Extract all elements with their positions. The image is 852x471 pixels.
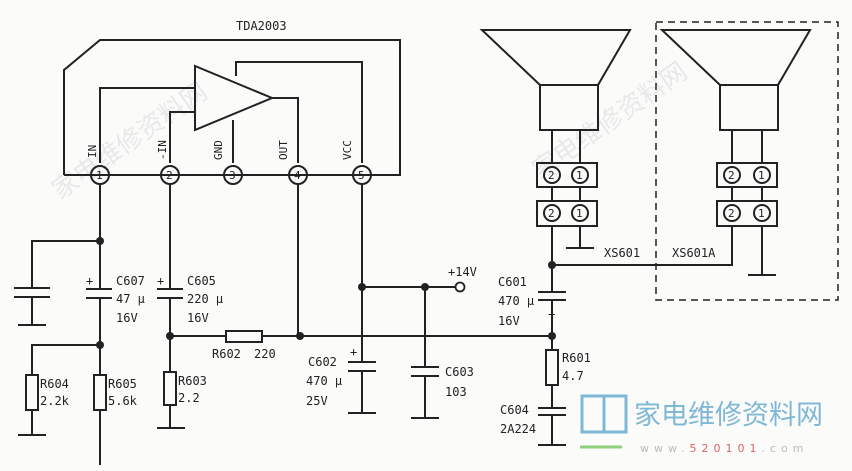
svg-text:+: + (548, 307, 555, 321)
svg-text:2.2: 2.2 (178, 391, 200, 405)
svg-text:C603: C603 (445, 365, 474, 379)
watermark: 家电维修资料网 (47, 77, 213, 206)
c603: C603 103 (411, 287, 474, 419)
svg-text:16V: 16V (187, 311, 209, 325)
svg-text:47 µ: 47 µ (116, 292, 145, 306)
svg-text:+: + (157, 274, 164, 288)
svg-text:5.6k: 5.6k (108, 394, 138, 408)
svg-text:2.2k: 2.2k (40, 394, 70, 408)
ic-name: TDA2003 (236, 19, 287, 33)
site-logo: 家电维修资料网 www.520101.com (580, 394, 823, 455)
svg-text:R602: R602 (212, 347, 241, 361)
svg-text:www.520101.com: www.520101.com (640, 442, 808, 455)
svg-text:3: 3 (229, 169, 236, 182)
svg-text:+: + (350, 345, 357, 359)
svg-text:R605: R605 (108, 377, 137, 391)
r604: R604 2.2k (25, 374, 70, 411)
c604: C604 2A224 (500, 403, 566, 436)
dashed-box (655, 21, 839, 301)
svg-text:GND: GND (212, 140, 225, 160)
c602: + C602 470 µ 25V (306, 345, 376, 408)
svg-text:470 µ: 470 µ (498, 294, 534, 308)
svg-text:家电维修资料网: 家电维修资料网 (634, 400, 823, 431)
pin-5: 5 VCC (341, 140, 372, 185)
svg-text:2: 2 (728, 207, 735, 220)
svg-text:R603: R603 (178, 374, 207, 388)
svg-text:1: 1 (758, 207, 765, 220)
r603: R603 2.2 (163, 371, 207, 406)
svg-text:2A224: 2A224 (500, 422, 536, 436)
svg-text:+: + (86, 274, 93, 288)
svg-text:OUT: OUT (277, 140, 290, 160)
supply-label: +14V (448, 265, 477, 279)
svg-text:R601: R601 (562, 351, 591, 365)
xs601a-label: XS601A (672, 246, 716, 260)
svg-text:25V: 25V (306, 394, 328, 408)
r605: R605 5.6k (93, 374, 138, 411)
svg-text:C601: C601 (498, 275, 527, 289)
svg-text:C605: C605 (187, 274, 216, 288)
c605: + C605 220 µ 16V (157, 274, 223, 325)
r602: R602 220 (212, 330, 276, 361)
svg-text:R604: R604 (40, 377, 69, 391)
svg-text:VCC: VCC (341, 140, 354, 160)
c607: + C607 47 µ 16V (86, 274, 145, 325)
svg-text:220: 220 (254, 347, 276, 361)
svg-text:2: 2 (728, 169, 735, 182)
svg-text:16V: 16V (116, 311, 138, 325)
xs601-label: XS601 (604, 246, 640, 260)
c601: + C601 470 µ 16V (498, 275, 566, 328)
pin-4: 4 OUT (277, 140, 308, 185)
pin-3: 3 GND (212, 140, 243, 185)
speaker-1: 2 1 2 1 XS601 (479, 29, 640, 260)
svg-text:1: 1 (576, 207, 583, 220)
svg-text:2: 2 (548, 207, 555, 220)
svg-text:5: 5 (358, 169, 365, 182)
svg-text:2: 2 (166, 169, 173, 182)
svg-text:4.7: 4.7 (562, 369, 584, 383)
svg-text:C602: C602 (308, 355, 337, 369)
opamp-symbol (194, 64, 275, 132)
svg-text:220 µ: 220 µ (187, 292, 223, 306)
pin-2: 2 -IN (156, 140, 180, 185)
svg-text:C607: C607 (116, 274, 145, 288)
svg-text:-IN: -IN (156, 140, 169, 160)
svg-text:2: 2 (548, 169, 555, 182)
svg-text:4: 4 (294, 169, 301, 182)
svg-text:1: 1 (96, 169, 103, 182)
speaker-2: 2 1 2 1 XS601A (659, 29, 812, 276)
svg-text:1: 1 (758, 169, 765, 182)
svg-text:1: 1 (576, 169, 583, 182)
svg-text:IN: IN (86, 145, 99, 158)
svg-text:C604: C604 (500, 403, 529, 417)
svg-text:470 µ: 470 µ (306, 374, 342, 388)
svg-text:16V: 16V (498, 314, 520, 328)
svg-text:103: 103 (445, 385, 467, 399)
r601: R601 4.7 (545, 349, 591, 386)
